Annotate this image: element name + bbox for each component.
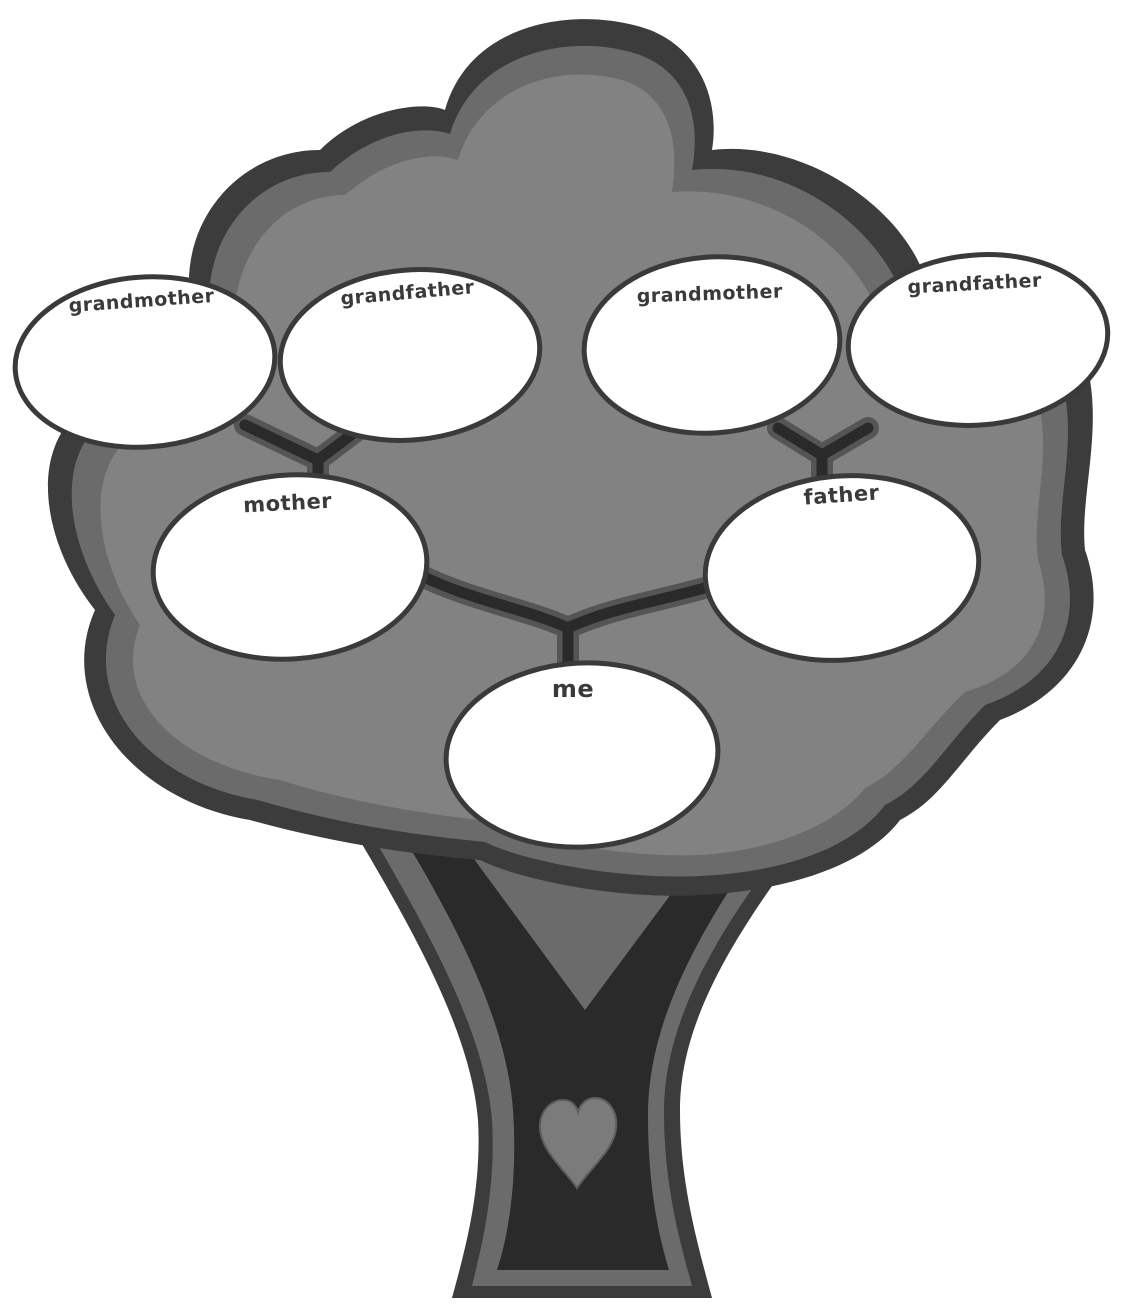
node-paternal-grandfather[interactable]: grandfather [273,259,547,451]
maternal-grandmother-label: grandmother [636,280,783,307]
node-maternal-grandmother[interactable]: grandmother [578,248,846,441]
tree-trunk [330,790,825,1298]
mother-label: mother [243,489,333,518]
father-label: father [803,480,881,509]
node-mother[interactable]: mother [147,466,433,669]
me-label: me [552,675,594,703]
tree-branches [234,414,879,679]
heart-icon [538,1096,618,1190]
node-father[interactable]: father [698,464,987,671]
node-maternal-grandfather[interactable]: grandfather [841,244,1115,436]
node-me[interactable]: me [441,656,722,854]
node-paternal-grandmother[interactable]: grandmother [9,268,280,456]
